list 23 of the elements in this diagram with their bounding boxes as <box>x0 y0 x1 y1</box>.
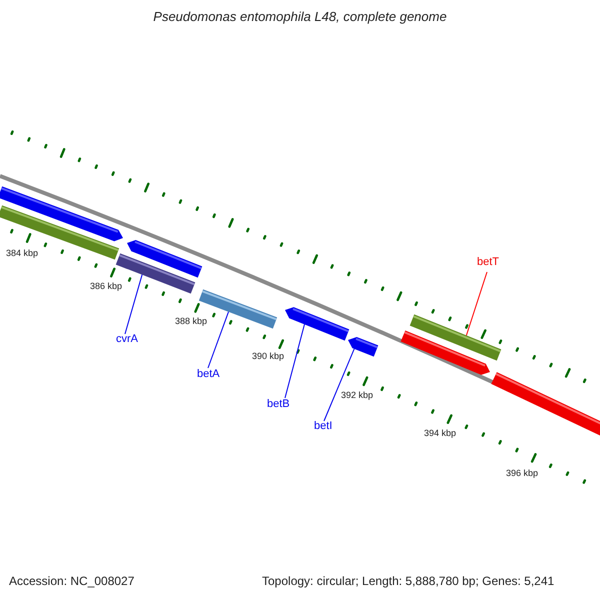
gene-label: cvrA <box>116 333 138 346</box>
gene-bar <box>348 337 378 357</box>
scale-label: 396 kbp <box>506 468 538 478</box>
gene-label: betB <box>267 398 290 411</box>
scale-label: 384 kbp <box>6 248 38 258</box>
gene-label: betI <box>314 420 332 433</box>
leader-line <box>324 348 355 422</box>
scale-label: 386 kbp <box>90 281 122 292</box>
gene-label: betA <box>197 368 220 381</box>
leader-line <box>284 324 305 398</box>
gene-bar <box>410 314 502 361</box>
diagram-title: Pseudomonas entomophila L48, complete genome <box>152 10 448 25</box>
leader-line <box>208 311 229 368</box>
genome-stats-text: Topology: circular; Length: 5,888,780 bp; Genes: 5,241 <box>262 575 554 589</box>
leader-line <box>124 274 143 334</box>
gene-bar <box>285 307 350 341</box>
accession-text: Accession: NC_008027 <box>9 575 134 589</box>
leader-line <box>466 272 488 336</box>
scale-label: 390 kbp <box>252 351 284 362</box>
scale-label: 388 kbp <box>175 316 208 326</box>
scale-label: 392 kbp <box>341 390 374 400</box>
gene-label: betT <box>477 256 500 269</box>
scale-label: 394 kbp <box>424 428 456 438</box>
